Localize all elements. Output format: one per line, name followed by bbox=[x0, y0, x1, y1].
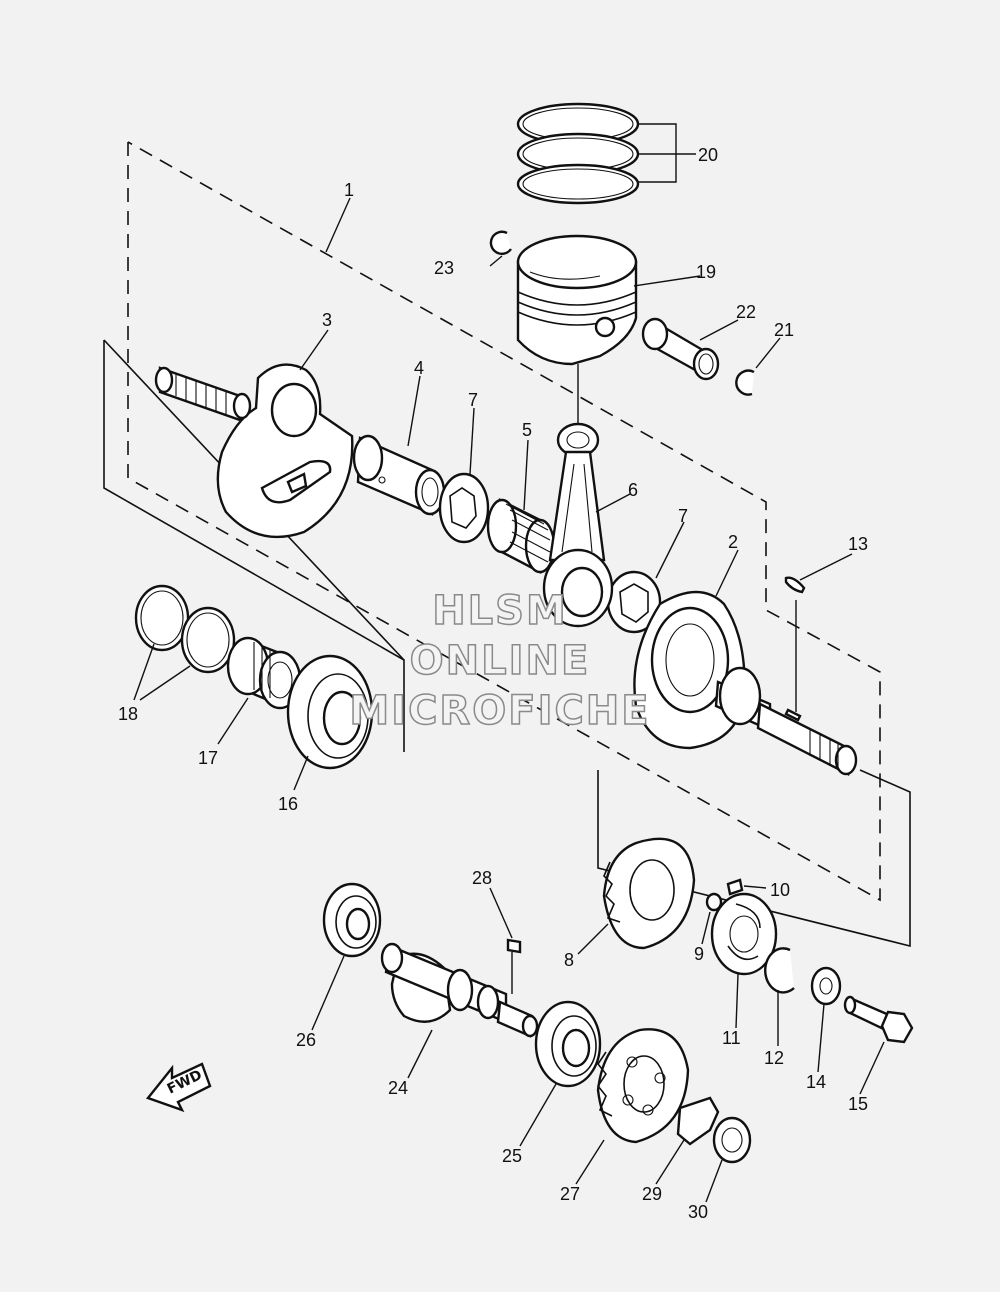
crank-pin bbox=[352, 434, 446, 516]
callout-numbers: 1 2 3 4 5 6 7 7 8 9 10 11 12 13 14 15 16… bbox=[118, 145, 868, 1222]
right-shaft-end bbox=[834, 744, 858, 776]
callout-20: 20 bbox=[698, 145, 718, 165]
needle-bearing bbox=[486, 498, 556, 574]
shaft-key-slot bbox=[784, 708, 802, 722]
callout-17: 17 bbox=[198, 748, 218, 768]
piston-group bbox=[489, 230, 755, 396]
key-28 bbox=[506, 938, 522, 954]
piston-ring-oil bbox=[516, 163, 640, 205]
callout-28: 28 bbox=[472, 868, 492, 888]
callout-29: 29 bbox=[642, 1184, 662, 1204]
callout-15: 15 bbox=[848, 1094, 868, 1114]
left-crank-web bbox=[154, 363, 354, 539]
piston-ring-set bbox=[516, 102, 696, 205]
conrod-beam bbox=[548, 450, 606, 562]
callout-1: 1 bbox=[344, 180, 354, 200]
callout-10: 10 bbox=[770, 880, 790, 900]
piston-pin-22 bbox=[641, 317, 720, 381]
callout-6: 6 bbox=[628, 480, 638, 500]
crank-bearing-left bbox=[286, 654, 374, 770]
balancer-shaft-24 bbox=[380, 942, 539, 1038]
left-shaft-end bbox=[154, 366, 174, 394]
piston-pin-boss bbox=[594, 316, 616, 338]
left-web-crankpin-hole bbox=[270, 382, 318, 438]
damper-plate-11 bbox=[710, 892, 778, 976]
piston-ring-groove-1 bbox=[517, 291, 637, 306]
piston-crown bbox=[516, 234, 638, 290]
crankshaft-assembly-dashed-frame bbox=[127, 141, 881, 902]
callout-30: 30 bbox=[688, 1202, 708, 1222]
circlip-12 bbox=[764, 947, 795, 994]
piston-clip-21 bbox=[735, 369, 755, 396]
piston-clip-23 bbox=[489, 230, 512, 255]
ring-bracket bbox=[638, 123, 677, 183]
right-crank-web bbox=[633, 590, 858, 776]
oil-seal bbox=[226, 636, 302, 710]
spring-9 bbox=[705, 892, 723, 912]
callout-22: 22 bbox=[736, 302, 756, 322]
callout-24: 24 bbox=[388, 1078, 408, 1098]
callout-4: 4 bbox=[414, 358, 424, 378]
bearing-25 bbox=[534, 1000, 602, 1088]
left-web-collar bbox=[232, 392, 252, 420]
callout-2: 2 bbox=[728, 532, 738, 552]
nut-30 bbox=[712, 1116, 752, 1164]
timing-gear-on-shaft bbox=[718, 666, 762, 726]
piston-body bbox=[516, 260, 638, 366]
watermark-line-3: MICROFICHE bbox=[349, 687, 651, 735]
o-rings bbox=[134, 584, 236, 674]
callout-19: 19 bbox=[696, 262, 716, 282]
leader-lines bbox=[133, 197, 885, 1203]
callout-11: 11 bbox=[722, 1028, 741, 1048]
callout-23: 23 bbox=[434, 258, 454, 278]
callout-27: 27 bbox=[560, 1184, 580, 1204]
callout-3: 3 bbox=[322, 310, 332, 330]
piston-ring-groove-2 bbox=[517, 301, 637, 316]
washer-14 bbox=[810, 966, 842, 1006]
connecting-rod bbox=[542, 422, 614, 628]
piston-ring-groove-3 bbox=[517, 311, 637, 326]
spring-and-plunger bbox=[705, 878, 744, 912]
left-web-oil-hole bbox=[286, 472, 308, 494]
callout-9: 9 bbox=[694, 944, 704, 964]
piston-ring-oil-inner bbox=[522, 168, 634, 200]
fwd-arrow-icon: FWD bbox=[146, 1062, 212, 1113]
pin-10 bbox=[726, 878, 744, 896]
woodruff-key bbox=[784, 576, 806, 594]
callout-26: 26 bbox=[296, 1030, 316, 1050]
callout-12: 12 bbox=[764, 1048, 784, 1068]
watermark-line-1: HLSM bbox=[431, 587, 568, 635]
balancer-gear-27 bbox=[596, 1028, 690, 1144]
left-web-group-frame bbox=[103, 340, 405, 752]
bolt-15 bbox=[843, 995, 914, 1044]
callout-7-right: 7 bbox=[678, 506, 688, 526]
callout-16: 16 bbox=[278, 794, 298, 814]
callout-7-left: 7 bbox=[468, 390, 478, 410]
left-web-body bbox=[216, 363, 354, 539]
bearing-26 bbox=[322, 882, 382, 958]
thrust-washer-left bbox=[438, 472, 490, 544]
balancer-drive-gear bbox=[602, 837, 696, 950]
callout-25: 25 bbox=[502, 1146, 522, 1166]
piston-crown-recess bbox=[529, 271, 601, 280]
callout-8: 8 bbox=[564, 950, 574, 970]
callout-18: 18 bbox=[118, 704, 138, 724]
callout-13: 13 bbox=[848, 534, 868, 554]
callout-5: 5 bbox=[522, 420, 532, 440]
watermark-line-2: ONLINE bbox=[409, 637, 591, 685]
balancer-group-frame bbox=[597, 769, 911, 948]
lock-washer-29 bbox=[676, 1096, 720, 1146]
callout-14: 14 bbox=[806, 1072, 826, 1092]
callout-21: 21 bbox=[774, 320, 794, 340]
